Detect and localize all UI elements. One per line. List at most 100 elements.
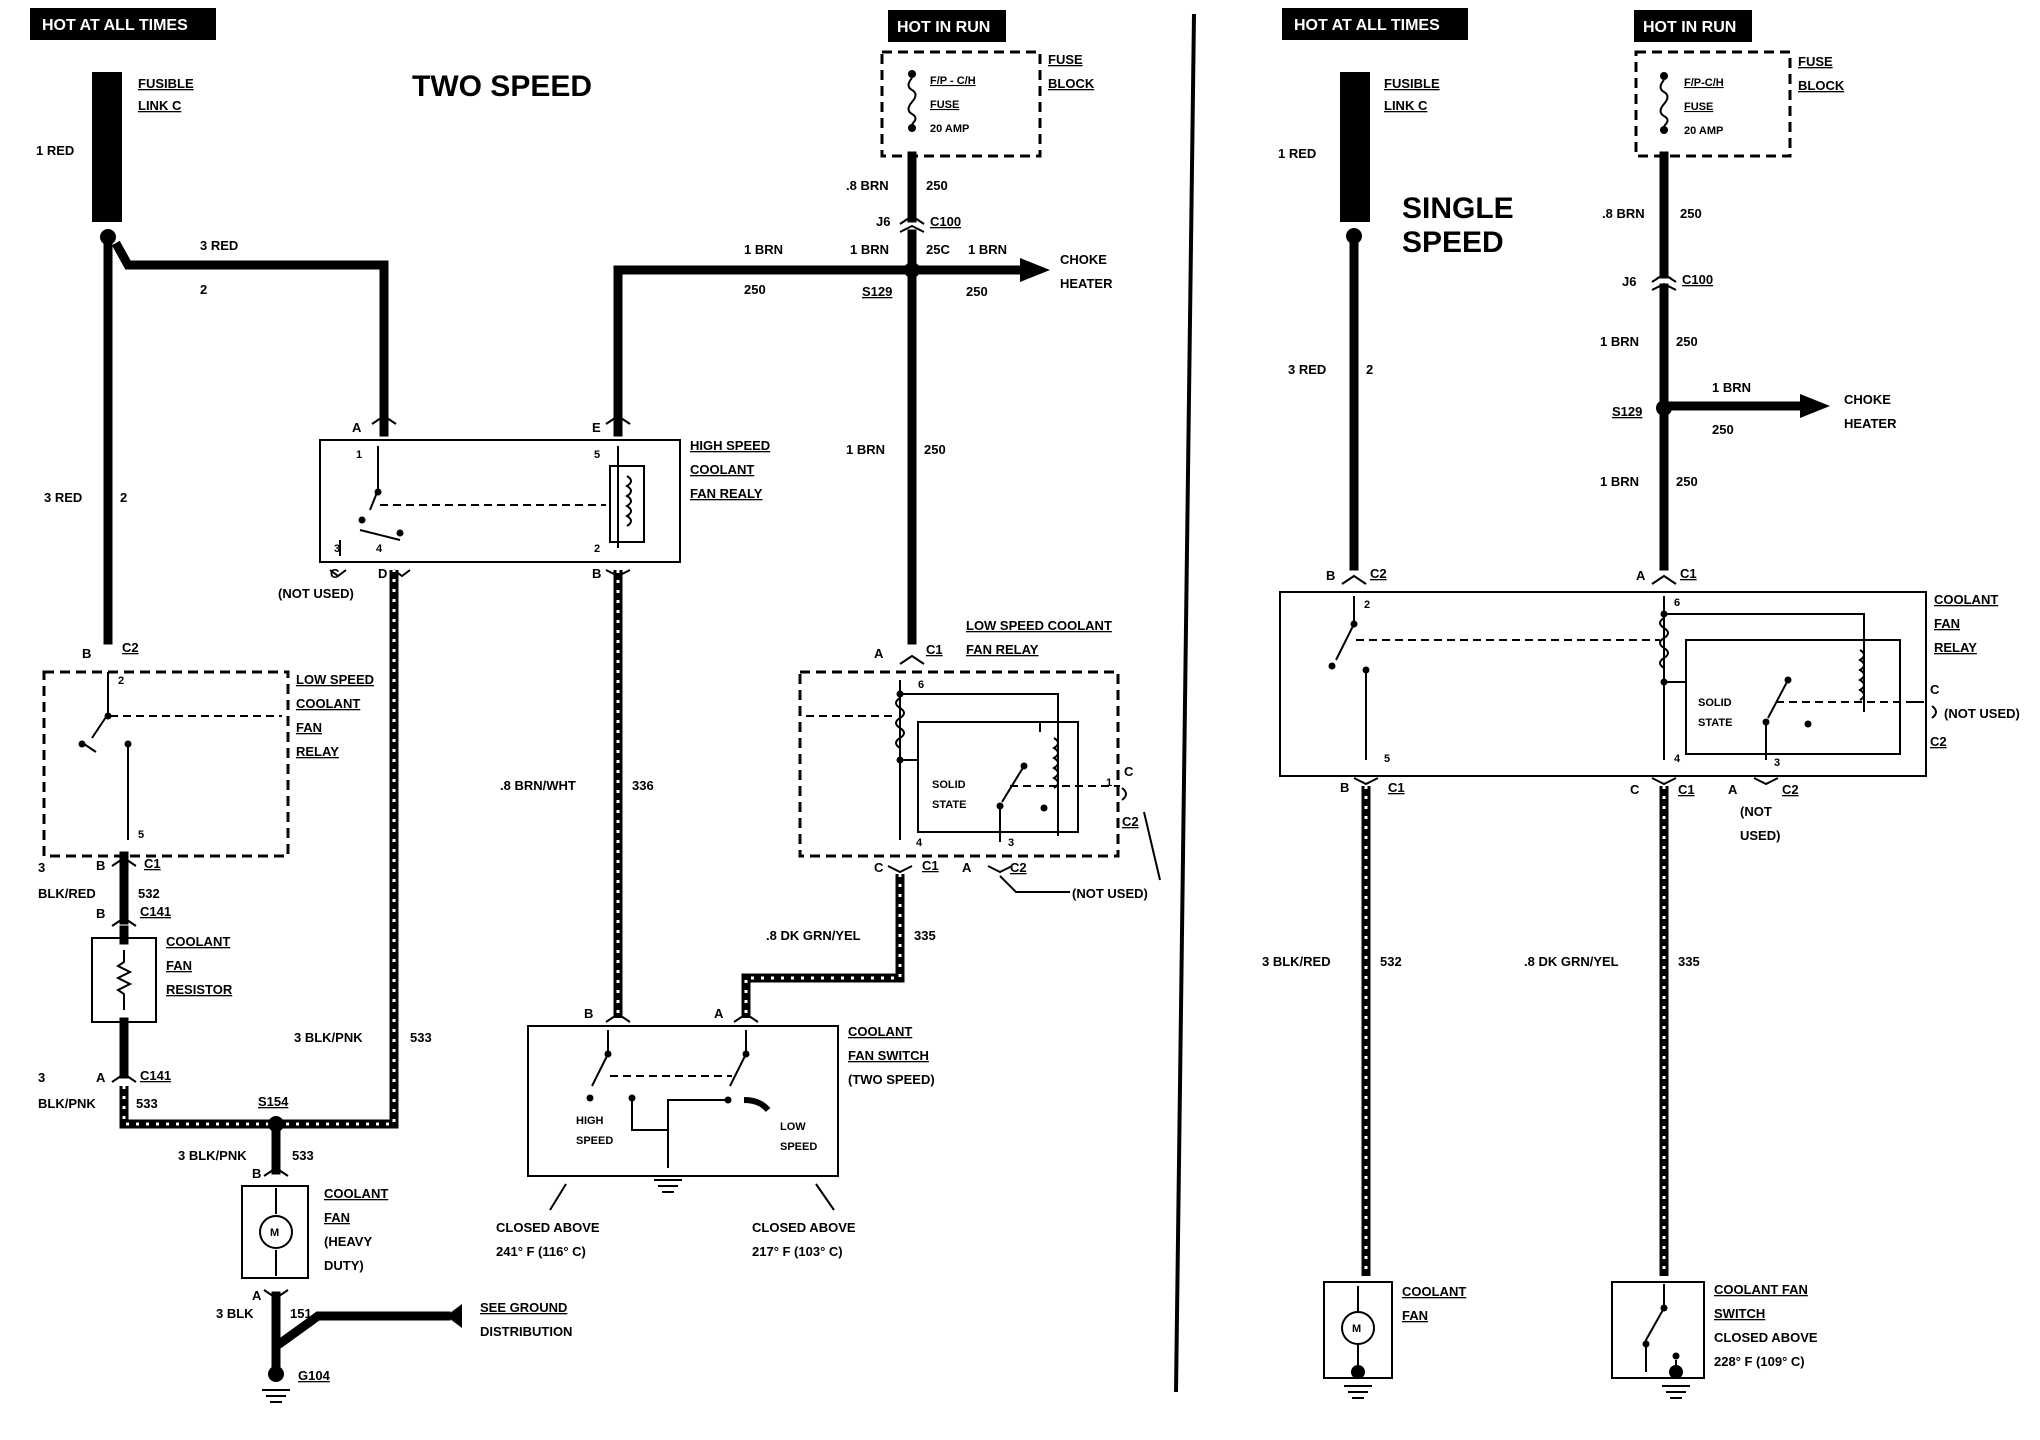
coolant-fan-switch-right-label-3: CLOSED ABOVE — [1714, 1330, 1818, 1345]
fuse-label-3: 20 AMP — [930, 123, 969, 135]
choke-heater-label-1: CHOKE — [1060, 252, 1107, 267]
connector-label: C1 — [1678, 782, 1695, 797]
pin-label: E — [592, 420, 601, 435]
solid-state-right-label-1: SOLID — [1698, 697, 1732, 709]
closed-above-low-label-2: 217° F (103° C) — [752, 1244, 843, 1259]
switch-low-label-2: SPEED — [780, 1141, 817, 1153]
connector-label: C100 — [1682, 272, 1713, 287]
pin-label: A — [1636, 568, 1646, 583]
two-speed-diagram: HOT AT ALL TIMES FUSIBLE LINK C 1 RED TW… — [30, 8, 1161, 1403]
switch-high-label-1: HIGH — [576, 1115, 604, 1127]
wire-label: 336 — [632, 778, 654, 793]
hot-in-run-tag: HOT IN RUN — [888, 10, 1006, 42]
wire-label: 1 BRN — [850, 242, 889, 257]
wire-label: 533 — [410, 1030, 432, 1045]
pin-label: 6 — [1674, 597, 1680, 609]
choke-heater-right-label-2: HEATER — [1844, 416, 1897, 431]
wire-label: 1 BRN — [846, 442, 885, 457]
wire-label: 3 BLK/RED — [1262, 954, 1331, 969]
wire-label: BLK/PNK — [38, 1096, 96, 1111]
switch-low-label-1: LOW — [780, 1121, 806, 1133]
wire-label: .8 DK GRN/YEL — [766, 928, 861, 943]
low-speed-relay-left-label-3: FAN — [296, 720, 322, 735]
connector-label: C100 — [930, 214, 961, 229]
wire-label: 3 BLK/PNK — [294, 1030, 363, 1045]
coolant-fan-resistor-label-1: COOLANT — [166, 934, 230, 949]
coolant-fan-right-label-2: FAN — [1402, 1308, 1428, 1323]
fuse-block-box — [880, 50, 1042, 158]
fuse-block-right-label-2: BLOCK — [1798, 78, 1845, 93]
pin-label: A — [874, 646, 884, 661]
wire-label: 1 RED — [36, 143, 74, 158]
hot-at-all-times-label: HOT AT ALL TIMES — [42, 17, 188, 34]
coolant-fan-heavy-label-2: FAN — [324, 1210, 350, 1225]
connector-label: C1 — [926, 642, 943, 657]
pin-label: B — [1340, 780, 1349, 795]
connector-label: C2 — [1370, 566, 1387, 581]
coolant-fan-switch-right-label-2: SWITCH — [1714, 1306, 1765, 1321]
fusible-link-label-1: FUSIBLE — [138, 76, 194, 91]
low-speed-relay-left-box — [42, 670, 290, 858]
coolant-fan-heavy-label-4: DUTY) — [324, 1258, 364, 1273]
pin-label: B — [1326, 568, 1335, 583]
low-speed-relay-left-label-2: COOLANT — [296, 696, 360, 711]
wire-label: 250 — [926, 178, 948, 193]
wire-label: 3 BLK — [216, 1306, 254, 1321]
wire-label: 532 — [138, 886, 160, 901]
wire-label: 1 RED — [1278, 146, 1316, 161]
wire-label: 3 BLK/PNK — [178, 1148, 247, 1163]
pin-label: 6 — [918, 679, 924, 691]
pin-label: A — [352, 420, 362, 435]
single-speed-title-1: SINGLE — [1402, 192, 1514, 225]
high-speed-relay-label-3: FAN REALY — [690, 486, 763, 501]
splice-label: S154 — [258, 1094, 289, 1109]
low-speed-relay-left-label-4: RELAY — [296, 744, 339, 759]
wire-label: 250 — [1676, 474, 1698, 489]
two-speed-title: TWO SPEED — [412, 70, 592, 103]
see-ground-label-2: DISTRIBUTION — [480, 1324, 572, 1339]
not-used-a-label-1: (NOT — [1740, 804, 1772, 819]
low-speed-relay-right-label-2: FAN RELAY — [966, 642, 1039, 657]
wire-label: 3 — [38, 860, 45, 875]
single-speed-diagram: HOT AT ALL TIMES FUSIBLE LINK C 1 RED SI… — [1262, 8, 2020, 1399]
coolant-fan-switch-right-label-4: 228° F (109° C) — [1714, 1354, 1805, 1369]
pin-label: B — [584, 1006, 593, 1021]
coolant-fan-switch-label-2: FAN SWITCH — [848, 1048, 929, 1063]
closed-above-high-label-2: 241° F (116° C) — [496, 1244, 586, 1259]
pin-label: C — [1630, 782, 1640, 797]
low-speed-relay-right-box — [798, 670, 1120, 858]
coolant-fan-heavy-label-3: (HEAVY — [324, 1234, 372, 1249]
pin-label: 5 — [594, 449, 600, 461]
pin-label: B — [82, 646, 91, 661]
pin-label: 4 — [1674, 753, 1681, 765]
fuse-label-2: FUSE — [930, 99, 959, 111]
coolant-fan-relay-box — [1279, 591, 1927, 777]
wire-label: 250 — [744, 282, 766, 297]
wire-label: 533 — [292, 1148, 314, 1163]
pin-label: 4 — [376, 543, 383, 555]
pin-label: 2 — [118, 675, 124, 687]
not-used-a-label-2: USED) — [1740, 828, 1780, 843]
pin-label: C — [1124, 764, 1134, 779]
pin-label: B — [96, 858, 105, 873]
connector-label: C2 — [1122, 814, 1139, 829]
wire-label: .8 BRN — [846, 178, 889, 193]
see-ground-label-1: SEE GROUND — [480, 1300, 567, 1315]
coolant-fan-relay-label-1: COOLANT — [1934, 592, 1998, 607]
hot-at-all-times-tag-right: HOT AT ALL TIMES — [1282, 8, 1468, 40]
pin-label: A — [96, 1070, 106, 1085]
connector-label: J6 — [1622, 274, 1636, 289]
wire-label: 151 — [290, 1306, 312, 1321]
wire-label: .8 BRN/WHT — [500, 778, 576, 793]
fuse-right-label-2: FUSE — [1684, 101, 1713, 113]
fuse-label-1: F/P - C/H — [930, 75, 976, 87]
pin-label: B — [592, 566, 601, 581]
pin-label: 5 — [1384, 753, 1390, 765]
pin-label: C — [1930, 682, 1940, 697]
connector-label: C1 — [144, 856, 161, 871]
wire-label: 3 RED — [200, 238, 238, 253]
wire-label: 1 BRN — [1712, 380, 1751, 395]
closed-above-high-label-1: CLOSED ABOVE — [496, 1220, 600, 1235]
wire-label: 335 — [914, 928, 936, 943]
